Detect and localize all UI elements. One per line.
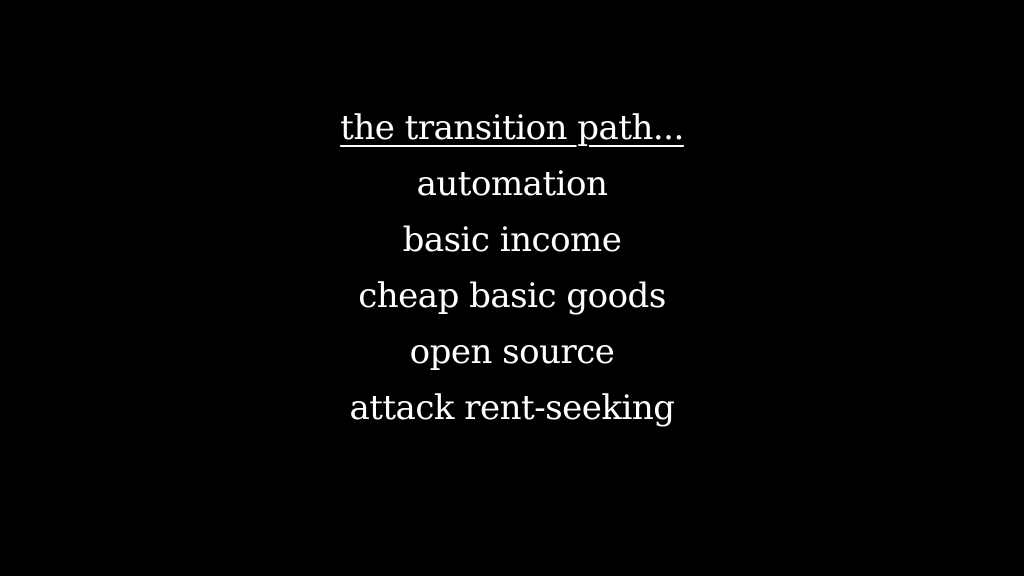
slide-item-attack-rent-seeking: attack rent-seeking xyxy=(349,388,675,428)
slide-text-block: the transition path... automation basic … xyxy=(0,100,1024,436)
slide-item-automation: automation xyxy=(416,164,608,204)
slide-heading: the transition path... xyxy=(340,108,684,148)
slide-item-cheap-basic-goods: cheap basic goods xyxy=(358,276,666,316)
slide-item-open-source: open source xyxy=(409,332,615,372)
slide-item-basic-income: basic income xyxy=(402,220,622,260)
